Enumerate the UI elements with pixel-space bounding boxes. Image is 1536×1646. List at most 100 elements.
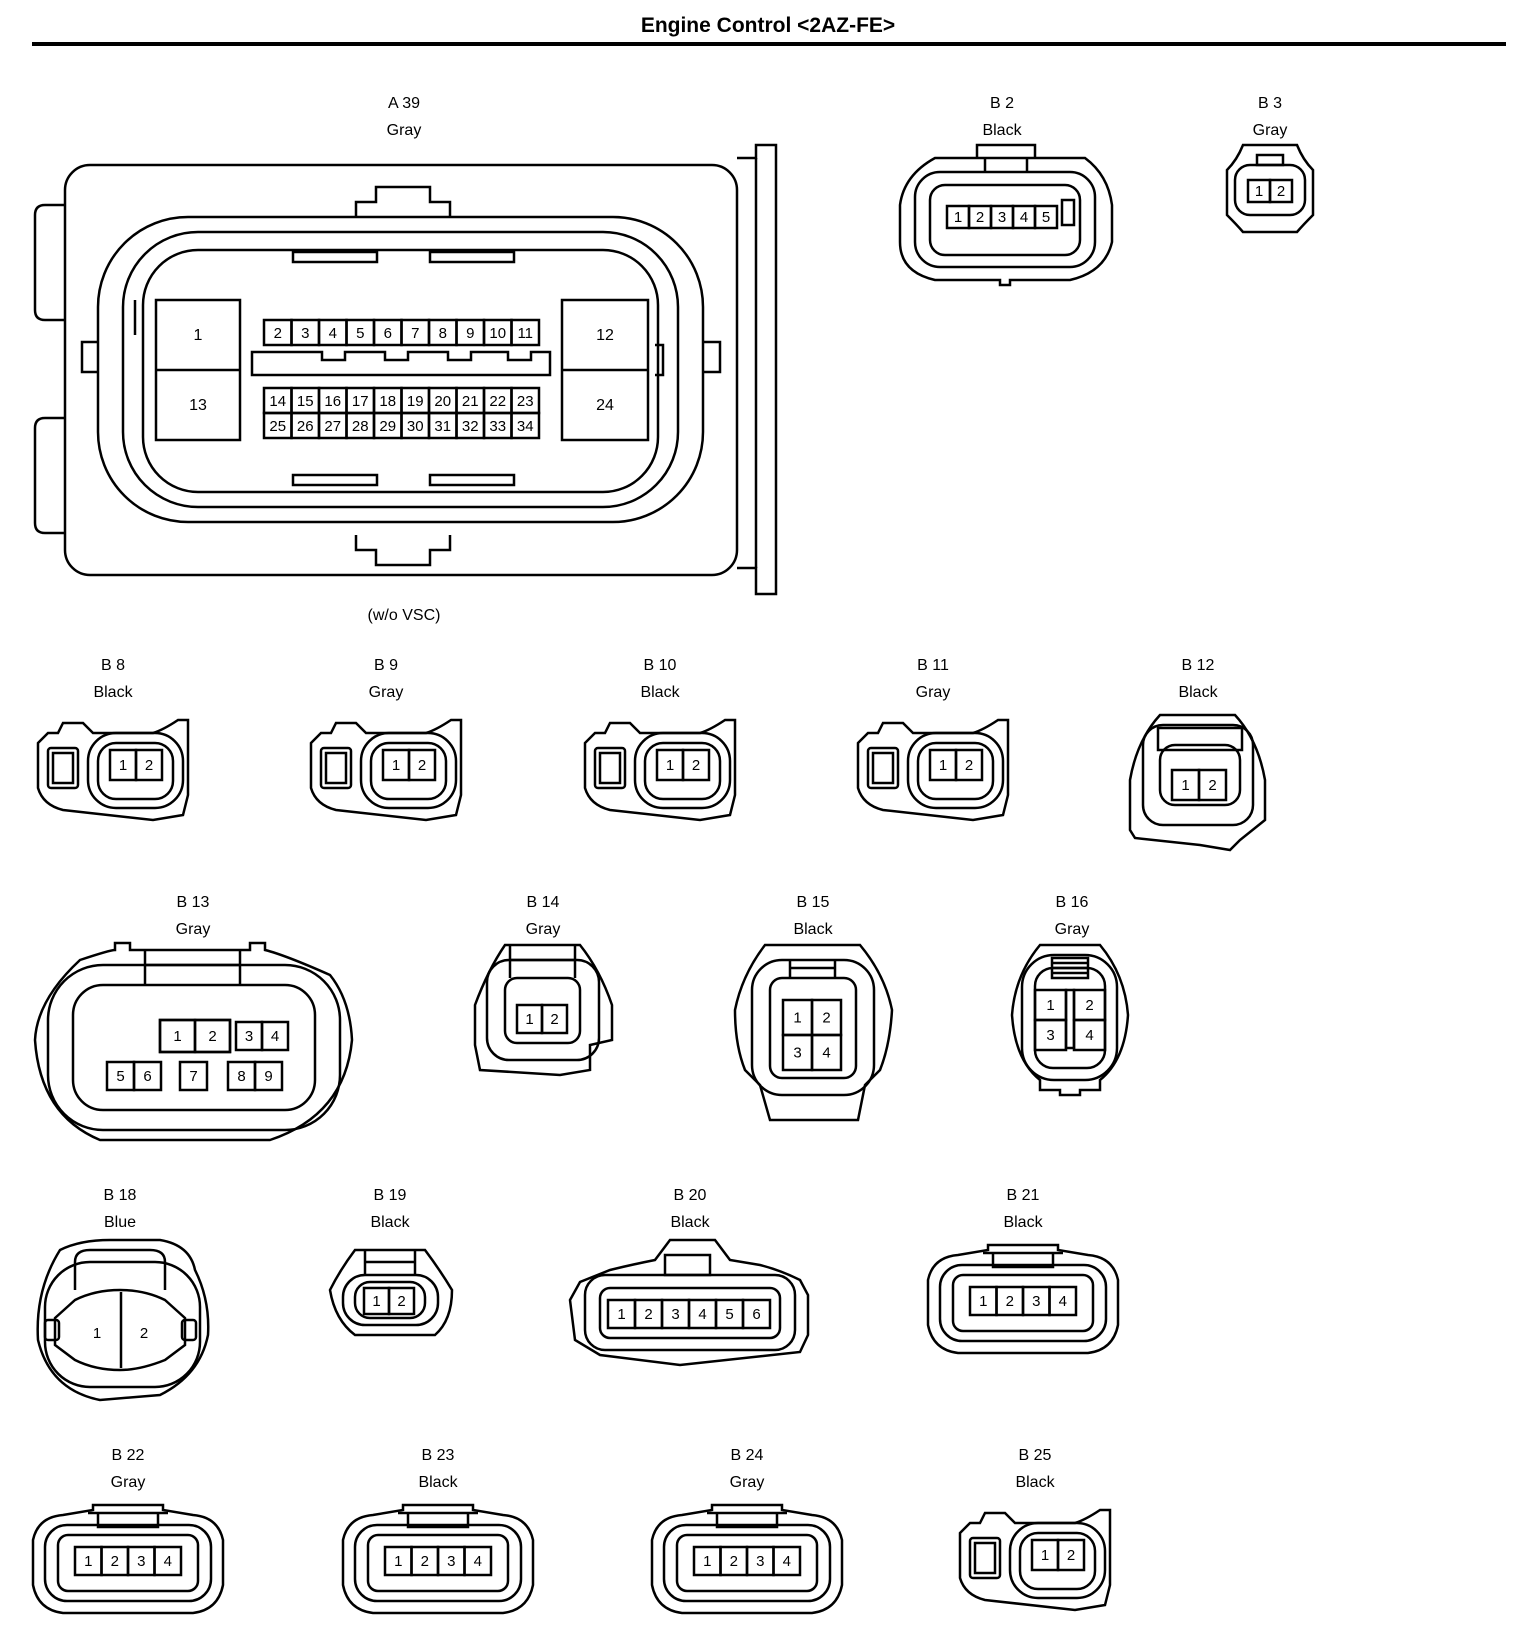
pin-label: 5 [725,1306,733,1323]
connector-id: B 9 [374,657,398,674]
connector-id: B 21 [1007,1187,1040,1204]
hood [1020,953,1119,1082]
connector-id: B 13 [177,894,210,911]
connector-body [650,1503,844,1615]
lock [788,960,837,978]
pin-label: 3 [671,1306,679,1323]
hood [43,1260,202,1389]
pin-label: 2 [644,1306,652,1323]
pin-cell [772,1545,802,1577]
lock-tab [866,746,900,790]
hood [750,958,876,1097]
pin-label: 2 [397,1293,405,1310]
pin-label: 1 [372,1293,380,1310]
pin-label: 2 [274,325,282,342]
pin-label: 4 [164,1553,172,1570]
connector-body [926,1243,1120,1355]
connector-body [328,1248,454,1337]
connector-body [341,1503,535,1615]
pin-label: 1 [119,757,127,774]
pin-label: 1 [954,209,962,226]
hood [341,1273,440,1327]
connector-color: Black [793,921,833,938]
pin-cell [1033,204,1059,230]
pin-label: 14 [269,393,286,410]
pin-label: 5 [356,325,364,342]
pin-cell [810,1033,843,1072]
connector-color: Black [1003,1214,1043,1231]
cavity [1033,966,1107,1070]
pin-cell [407,748,437,782]
connector-id: B 12 [1182,657,1215,674]
connector-body [1225,143,1315,234]
connector-body [1128,713,1267,852]
lock-tab [46,746,80,790]
connector-body [36,1238,210,1402]
pin-label: 33 [489,418,506,435]
cavity [675,1533,819,1593]
pin-label: 3 [793,1045,801,1062]
connector-color: Gray [1253,122,1288,139]
pin-label: 3 [1046,1027,1054,1044]
lock-tab [319,746,353,790]
connector-color: Gray [916,684,951,701]
pin-label: 2 [208,1028,216,1045]
pin-label: 2 [550,1011,558,1028]
lock-tab [324,751,348,785]
pin-label: 17 [352,393,369,410]
pin-label: 25 [269,418,286,435]
connector-body [31,1503,225,1615]
connector-body [1010,943,1130,1097]
side-notch [655,343,665,377]
connector-color: Black [670,1214,710,1231]
pin-label: 5 [1042,209,1050,226]
pin-label: 4 [1020,209,1028,226]
pin-label: 2 [1277,183,1285,200]
hood [906,731,1005,810]
pin-label: 3 [447,1553,455,1570]
pin-cell [681,748,711,782]
cavity [1018,1531,1097,1591]
cavity [768,976,858,1080]
lock [1156,726,1244,752]
pin-label: 4 [783,1553,791,1570]
lock [1052,961,1088,975]
pin-label: 2 [140,1325,148,1342]
side-notch [703,340,722,374]
pin-label: 22 [489,393,506,410]
key [1060,198,1076,227]
pin-label: 1 [173,1028,181,1045]
pin-label: 2 [1208,777,1216,794]
pin-label: 1 [793,1010,801,1027]
pin-label: 7 [189,1068,197,1085]
connector-id: B 19 [374,1187,407,1204]
pin-cell [1056,1538,1086,1572]
cavity [56,1533,200,1593]
pin-label: 2 [111,1553,119,1570]
connector-id: B 16 [1056,894,1089,911]
key-rib [291,473,379,487]
cavity [366,1533,510,1593]
pin-cell [178,1060,209,1092]
connector-body [568,1238,810,1367]
lock-tab [598,751,622,785]
pin-label: 6 [384,325,392,342]
pin-label: 29 [379,418,396,435]
pin-label: 6 [752,1306,760,1323]
connector-color: Gray [730,1474,765,1491]
pin-label: 4 [474,1553,482,1570]
pin-label: 2 [421,1553,429,1570]
pin-cell [741,1298,772,1330]
lock [1255,153,1285,167]
